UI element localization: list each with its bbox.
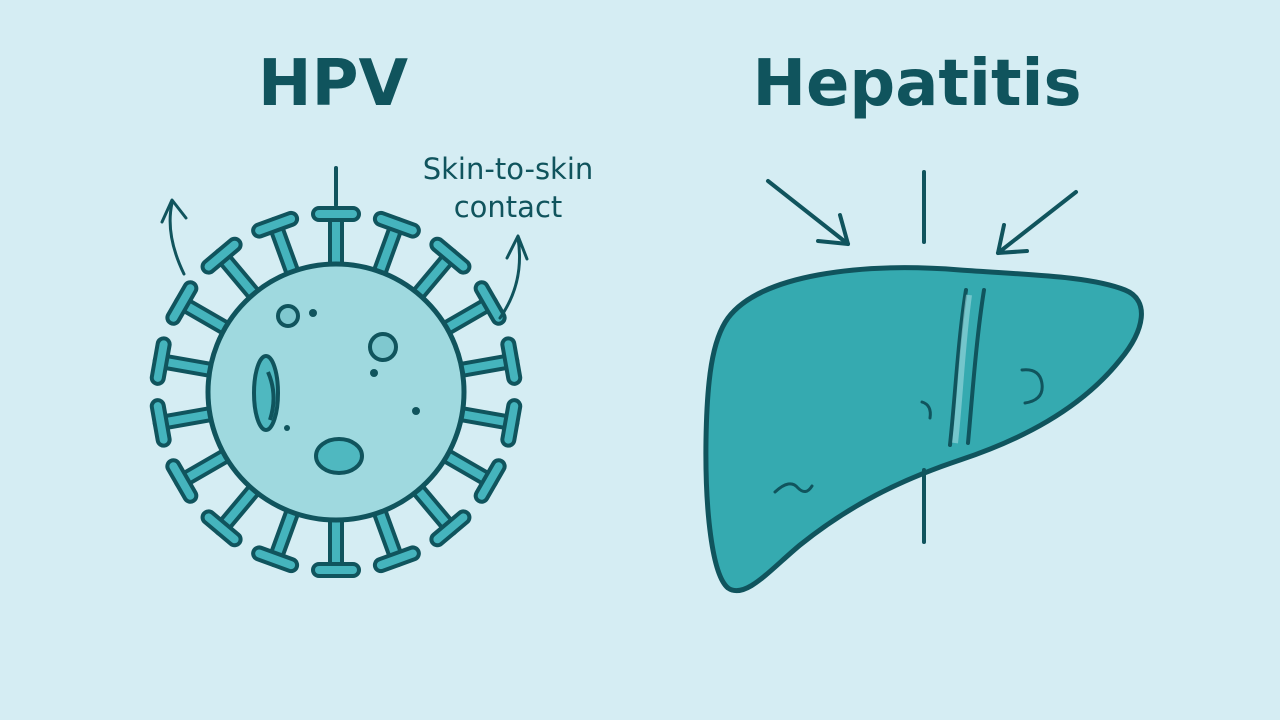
- virus-icon: [149, 166, 529, 578]
- arrow-icon: [766, 179, 850, 246]
- virus-spike-cap-fill: [433, 513, 468, 544]
- arrow-icon: [996, 190, 1078, 255]
- virus-spike-cap-fill: [169, 284, 195, 322]
- hepatitis-title: Hepatitis: [752, 47, 1082, 121]
- virus-spike-cap-fill: [477, 462, 503, 500]
- virus-body: [205, 261, 467, 523]
- virus-spike-cap-fill: [376, 549, 417, 570]
- arrow-icon: [160, 198, 188, 224]
- virus-spike-cap-fill: [255, 214, 296, 235]
- virus-organelles: [252, 304, 420, 475]
- virus-spike-cap-fill: [153, 340, 168, 382]
- annotation-line-2: contact: [453, 190, 563, 224]
- virus-spike-cap-fill: [433, 240, 468, 271]
- virus-spike-cap-fill: [504, 340, 519, 382]
- arrow-icon: [498, 236, 522, 320]
- arrow-icon: [168, 201, 186, 276]
- virus-spike-cap-fill: [169, 462, 195, 500]
- virus-spike-cap-fill: [204, 240, 239, 271]
- virus-spike-cap-fill: [255, 549, 296, 570]
- virus-spike-cap-fill: [153, 402, 168, 444]
- virus-spike-cap-fill: [204, 513, 239, 544]
- arrow-icon: [505, 234, 529, 261]
- annotation-line-1: Skin-to-skin: [422, 152, 594, 186]
- virus-spike-cap-fill: [504, 402, 519, 444]
- liver-body: [703, 265, 1144, 594]
- hpv-title: HPV: [258, 47, 408, 121]
- virus-spike-cap-fill: [477, 284, 503, 322]
- transmission-annotation: Skin-to-skin contact: [408, 150, 608, 226]
- liver-icon: [703, 170, 1144, 594]
- virus-spike-cap-fill: [376, 214, 417, 235]
